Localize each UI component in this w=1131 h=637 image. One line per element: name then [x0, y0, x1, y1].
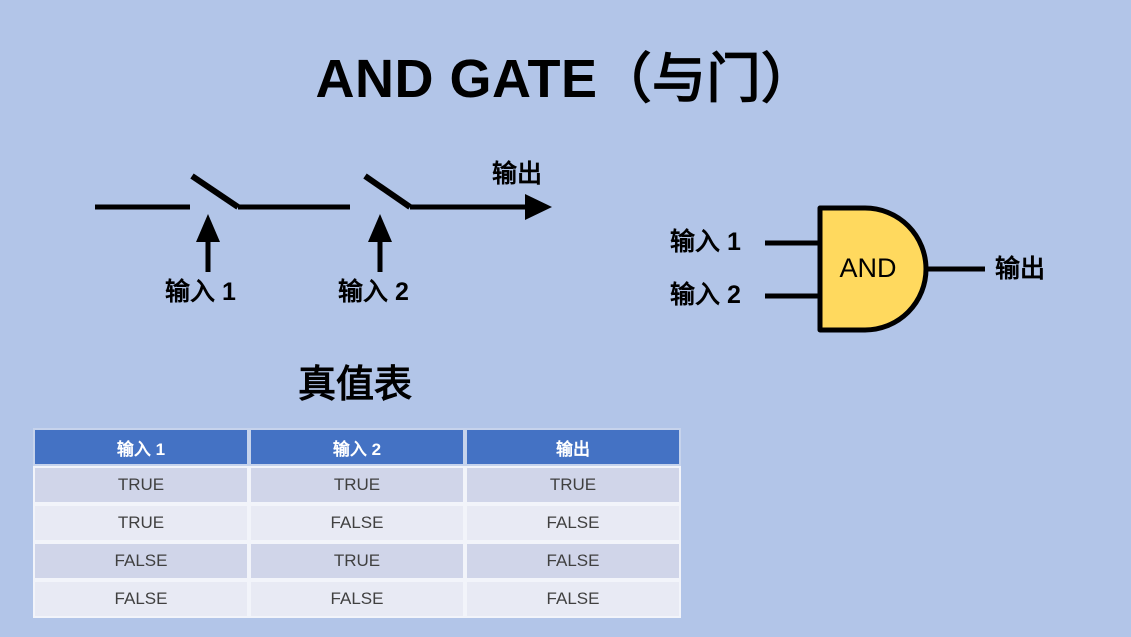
cell-output: FALSE: [465, 580, 681, 618]
gate-body-text: AND: [839, 253, 897, 283]
cell-input-2: TRUE: [249, 542, 465, 580]
column-header-input-1: 输入 1: [33, 428, 249, 466]
gate-output-label: 输出: [995, 255, 1046, 283]
switch-1-blade: [190, 173, 240, 210]
output-arrowhead: [525, 194, 552, 220]
cell-input-2: TRUE: [249, 466, 465, 504]
and-gate-diagram: 输入 1 输入 2 输出 AND: [655, 195, 1095, 345]
cell-input-2: FALSE: [249, 504, 465, 542]
table-row: FALSE FALSE FALSE: [33, 580, 681, 618]
cell-input-2: FALSE: [249, 580, 465, 618]
truth-table: 输入 1 输入 2 输出 TRUE TRUE TRUE TRUE FALSE F…: [33, 428, 681, 618]
cell-input-1: TRUE: [33, 466, 249, 504]
input-1-pointer-head: [196, 214, 220, 242]
switch-input-2-label: 输入 2: [338, 278, 409, 306]
cell-output: TRUE: [465, 466, 681, 504]
cell-output: FALSE: [465, 542, 681, 580]
table-row: TRUE FALSE FALSE: [33, 504, 681, 542]
and-gate-svg: [765, 205, 985, 333]
table-header-row: 输入 1 输入 2 输出: [33, 428, 681, 466]
gate-input-1-label: 输入 1: [670, 228, 741, 256]
switch-circuit-diagram: 输出 输入 1 输入 2: [80, 150, 580, 325]
switch-input-1-label: 输入 1: [165, 278, 236, 306]
gate-input-2-label: 输入 2: [670, 281, 741, 309]
switch-circuit-svg: [95, 173, 552, 272]
truth-table-title: 真值表: [297, 364, 412, 406]
table-row: FALSE TRUE FALSE: [33, 542, 681, 580]
cell-input-1: FALSE: [33, 580, 249, 618]
page-title: AND GATE（与门）: [315, 49, 816, 109]
gate-body-shape: [817, 205, 929, 333]
cell-input-1: TRUE: [33, 504, 249, 542]
switch-output-label: 输出: [492, 160, 543, 188]
input-2-pointer-head: [368, 214, 392, 242]
column-header-output: 输出: [465, 428, 681, 466]
cell-input-1: FALSE: [33, 542, 249, 580]
table-row: TRUE TRUE TRUE: [33, 466, 681, 504]
switch-2-blade: [363, 173, 412, 210]
column-header-input-2: 输入 2: [249, 428, 465, 466]
cell-output: FALSE: [465, 504, 681, 542]
